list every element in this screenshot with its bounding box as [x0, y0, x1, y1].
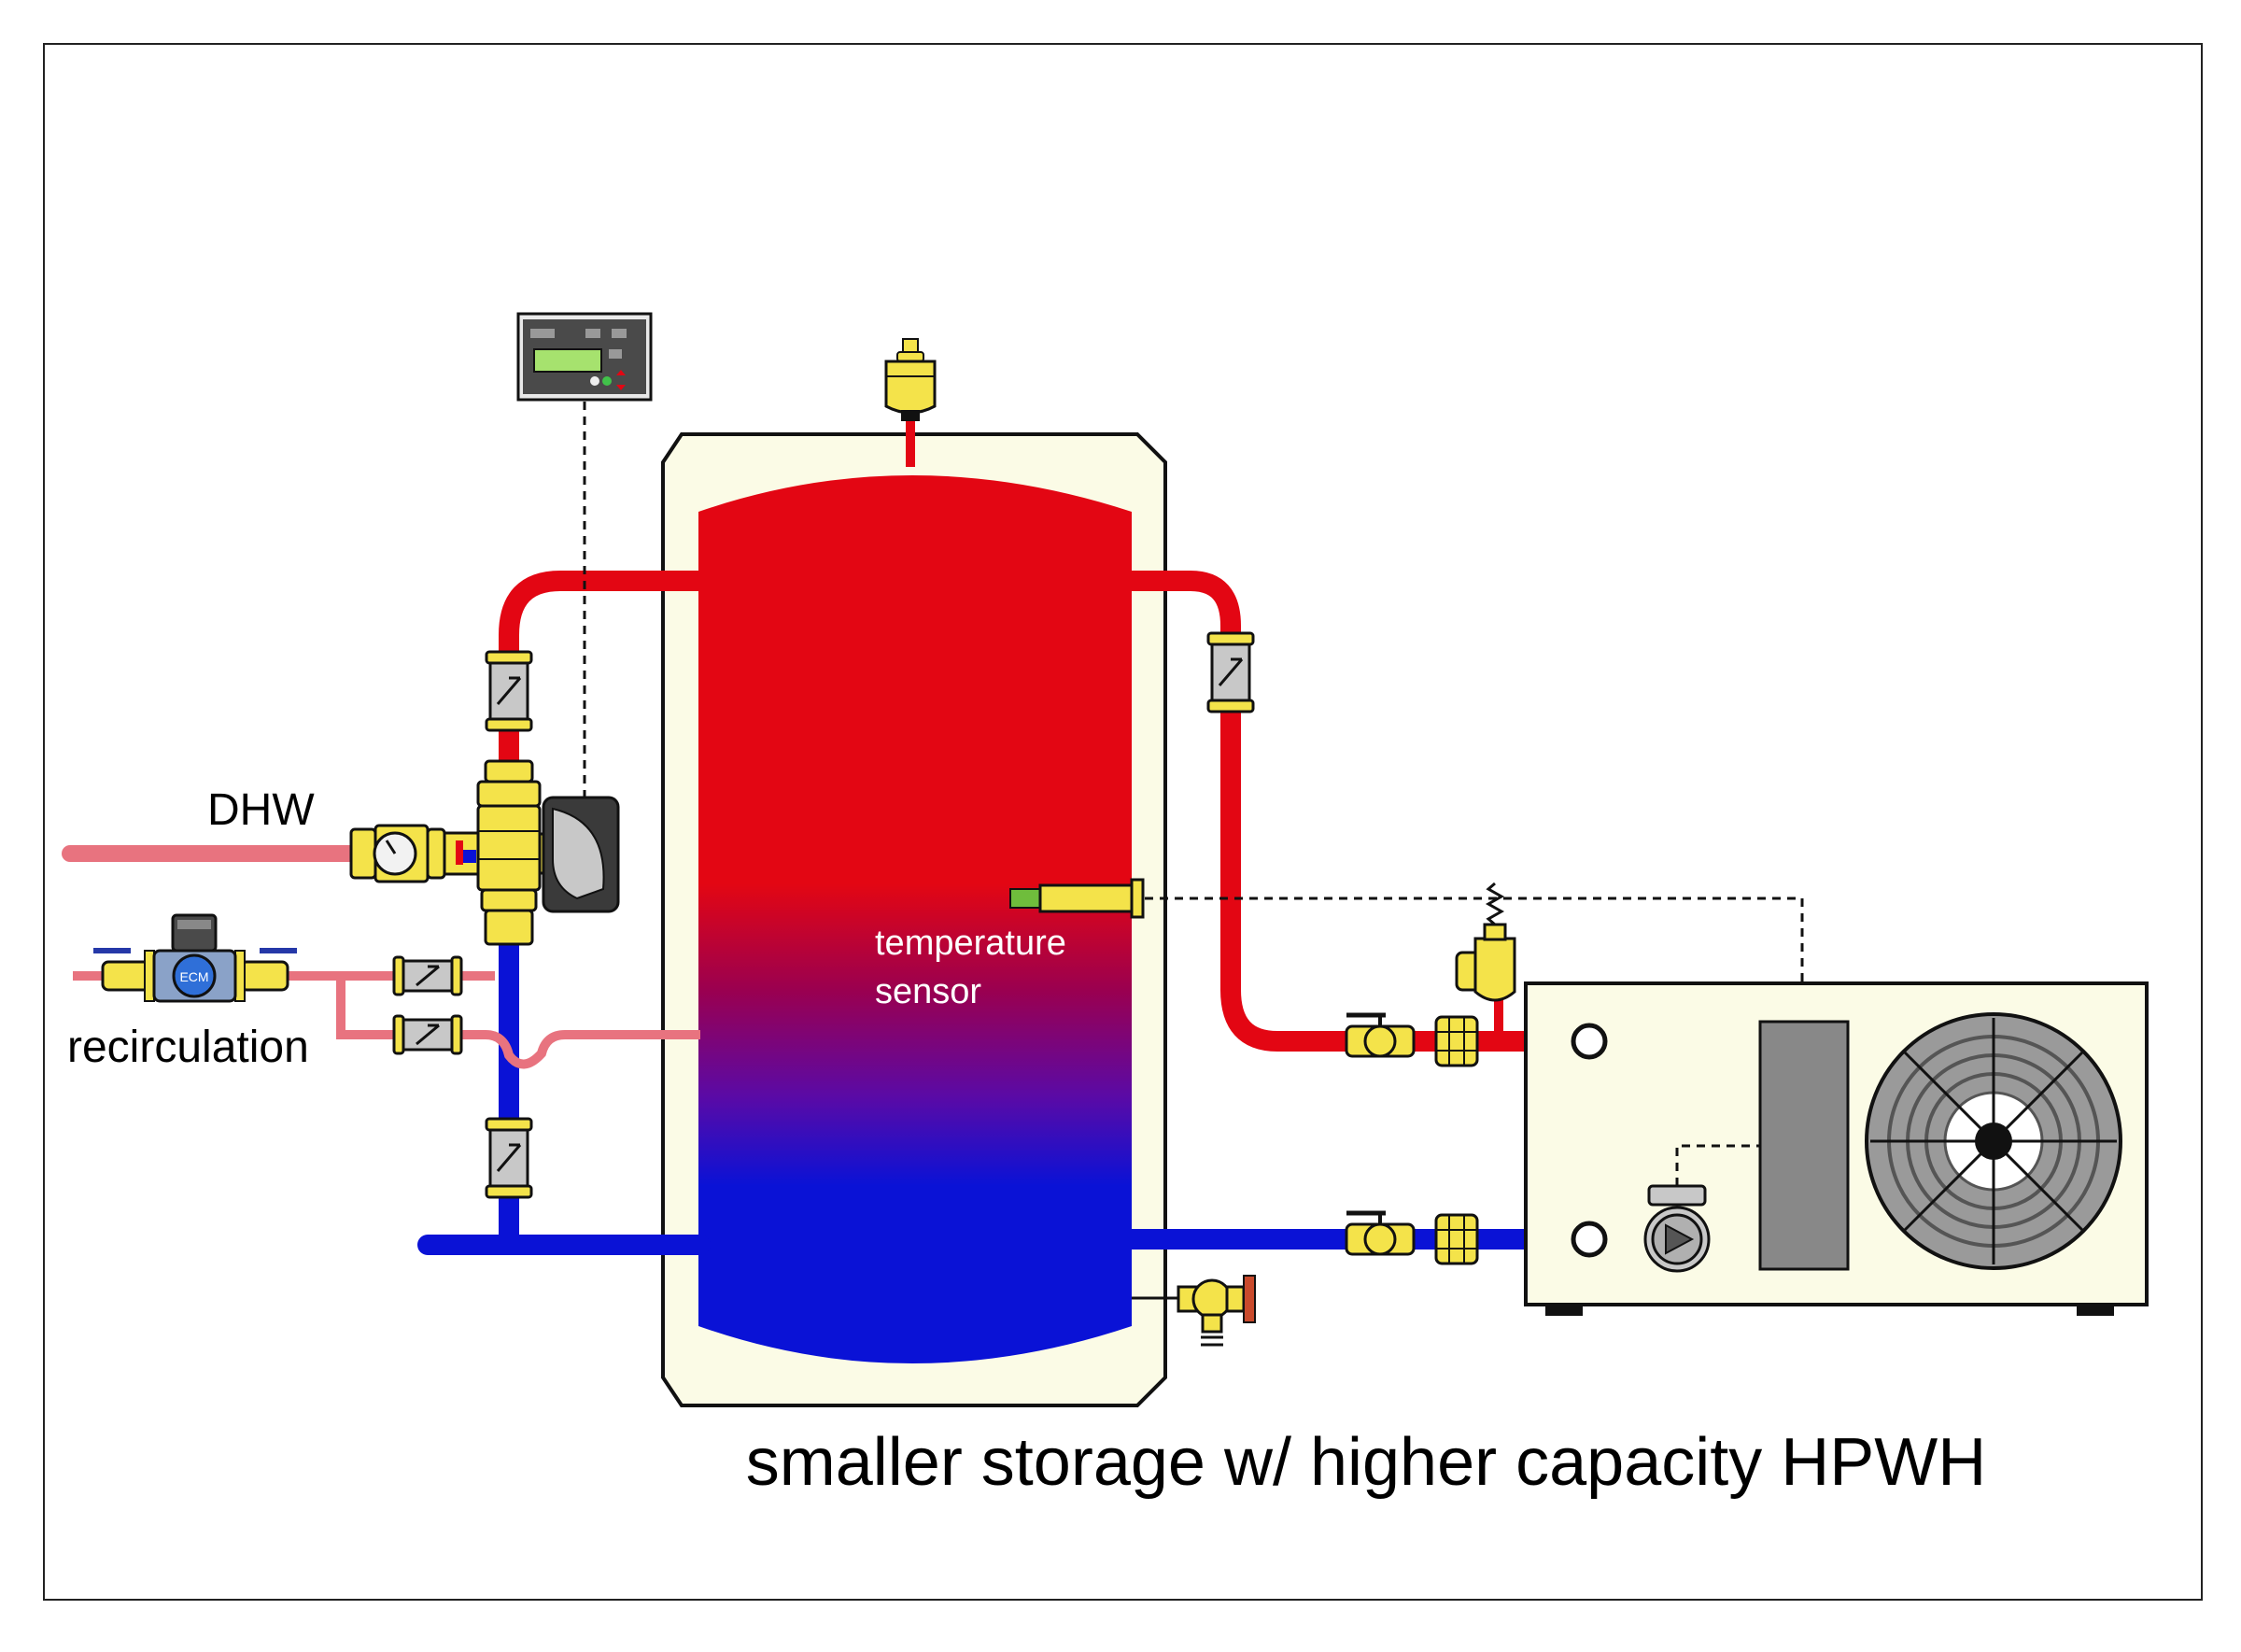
sensor-label-line2: sensor [875, 972, 981, 1011]
sensor-wire [1145, 897, 1804, 1022]
air-vent-icon [884, 338, 937, 421]
ball-valve-icon [1346, 1213, 1414, 1254]
cold-port [1571, 1221, 1608, 1258]
storage-tank [661, 432, 1167, 1407]
hot-port [1571, 1023, 1608, 1060]
pump-control-wire [1675, 1144, 1760, 1186]
diagram-frame [43, 43, 2203, 1601]
recirculation-pipe-bottom [336, 976, 700, 1069]
recirculation-label: recirculation [67, 1023, 309, 1072]
diagram-caption: smaller storage w/ higher capacity HPWH [746, 1425, 1986, 1500]
check-valve-icon [392, 1014, 463, 1055]
heat-exchanger [1758, 1020, 1850, 1271]
hot-supply-pipe [499, 571, 698, 953]
dhw-label: DHW [207, 785, 315, 835]
heat-pump-unit [1524, 981, 2149, 1316]
circulator-badge: ECM [179, 969, 208, 984]
union-icon [1434, 1213, 1479, 1265]
actuator-icon [542, 796, 620, 913]
fan-icon [1865, 1012, 2122, 1270]
sensor-label-line1: temperature [875, 924, 1066, 963]
check-valve-icon [485, 1117, 533, 1199]
circulator-icon [1643, 1184, 1711, 1273]
controller-icon [516, 312, 653, 402]
ball-valve-icon [1346, 1015, 1414, 1056]
circulator-icon: ECM [93, 913, 297, 1003]
hot-return-pipe [1132, 571, 1587, 1052]
tank-water [698, 475, 1132, 1363]
union-icon [1434, 1015, 1479, 1067]
check-valve-icon [1206, 631, 1255, 713]
relief-valve-icon [1455, 882, 1516, 1002]
check-valve-icon [392, 955, 463, 996]
temperature-sensor-icon [1009, 878, 1145, 919]
check-valve-icon [485, 650, 533, 732]
drain-valve-icon [1177, 1275, 1256, 1347]
thermometer-icon [349, 824, 446, 883]
